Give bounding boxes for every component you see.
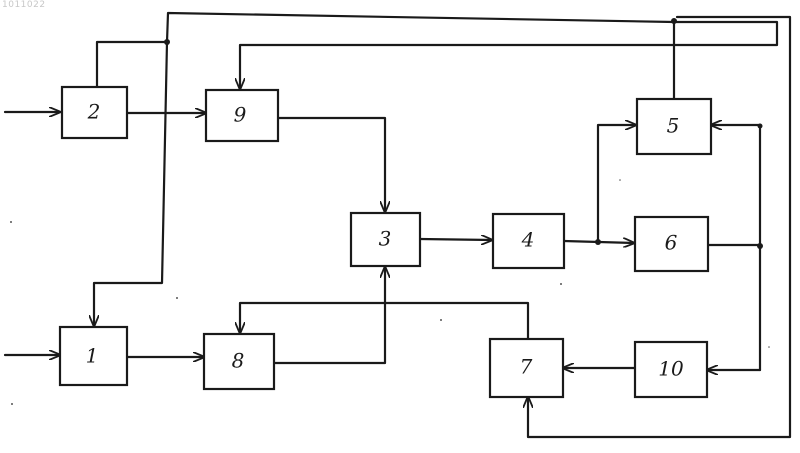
scan-speck <box>10 221 12 223</box>
block-2: 2 <box>62 87 127 138</box>
block-2-label: 2 <box>87 100 101 124</box>
junction-node-bus-lower <box>757 243 763 249</box>
block-9-to-block-3-wire <box>278 118 385 212</box>
block-1-label: 1 <box>86 344 99 368</box>
junction-node-left <box>164 39 170 45</box>
junction-node-top <box>671 18 677 24</box>
block-9-label: 9 <box>234 103 247 127</box>
block-5-to-block-9-wire <box>240 22 777 98</box>
block-5-to-block-1-wire <box>97 13 674 86</box>
block-8-to-block-3-wire <box>274 267 385 363</box>
block-4-to-block-5-wire <box>598 125 636 242</box>
block-3-label: 3 <box>379 227 392 251</box>
scan-speck <box>768 346 770 348</box>
block-6: 6 <box>635 217 708 271</box>
block-7-label: 7 <box>520 355 533 379</box>
block-1: 1 <box>60 327 127 385</box>
outer-loop-down-to-block-1 <box>94 42 167 326</box>
block-5-label: 5 <box>667 114 680 138</box>
block-5: 5 <box>637 99 711 154</box>
scan-speck <box>440 319 442 321</box>
scan-speck <box>11 403 13 405</box>
block-9: 9 <box>206 90 278 141</box>
block-6-label: 6 <box>665 231 678 255</box>
scan-speck <box>176 297 178 299</box>
block-7: 7 <box>490 339 563 397</box>
block-8-label: 8 <box>232 349 245 373</box>
block-3: 3 <box>351 213 420 266</box>
junction-node-bus-upper <box>758 124 763 129</box>
block-3-to-block-4-wire <box>420 239 492 240</box>
scan-speck <box>619 179 621 181</box>
block-8: 8 <box>204 334 274 389</box>
scan-speck <box>560 283 562 285</box>
block-4: 4 <box>493 214 564 268</box>
block-10: 10 <box>635 342 707 397</box>
junction-node-block-4-branch <box>595 239 601 245</box>
block-10-label: 10 <box>658 357 684 381</box>
block-4-label: 4 <box>521 228 535 252</box>
